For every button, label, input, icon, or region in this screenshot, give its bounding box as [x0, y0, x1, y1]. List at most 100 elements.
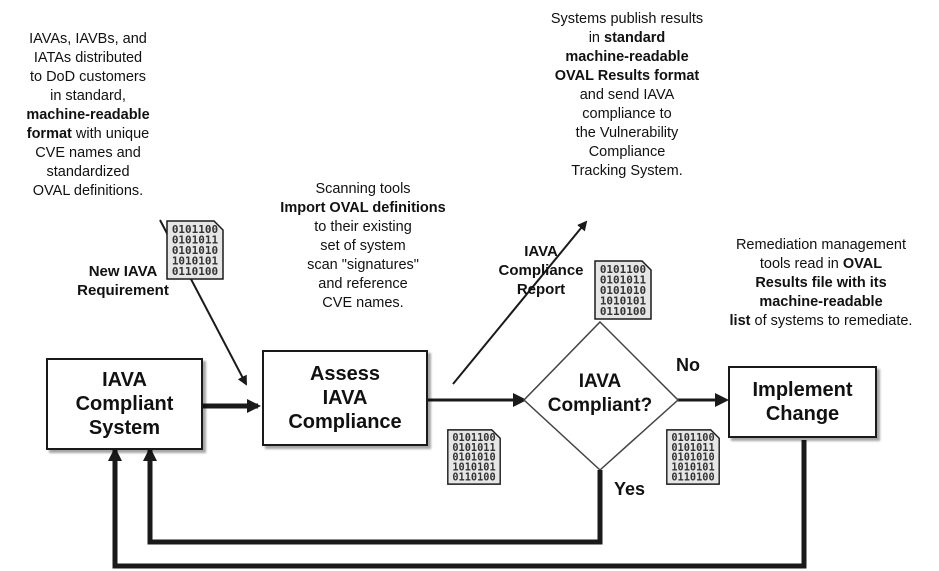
- note-run: machine-readable: [565, 49, 689, 65]
- note-line: Compliance: [520, 143, 734, 162]
- note-line: Remediation management: [706, 236, 936, 255]
- binary-row: 1010101: [172, 255, 219, 268]
- note-run: in: [588, 30, 605, 46]
- binary-row: 0110100: [172, 265, 218, 278]
- loop-yes-to-system: [143, 447, 603, 545]
- note-line: list of systems to remediate.: [706, 312, 936, 331]
- node-iava-compliant-system-label: IAVA Compliant System: [75, 369, 174, 439]
- binary-row: 0101100: [172, 223, 218, 236]
- note-line: tools read in OVAL: [706, 255, 936, 274]
- note-run: standard: [604, 30, 666, 46]
- note-run: OVAL: [842, 256, 883, 272]
- note-run: set of system: [320, 238, 406, 254]
- note-run: Remediation management: [735, 237, 907, 253]
- binary-row: 0101010: [671, 452, 714, 464]
- note-run: scan "signatures": [307, 257, 419, 273]
- note-line: the Vulnerability: [520, 124, 734, 143]
- binary-row: 0110100: [600, 305, 646, 318]
- binary-row: 0101011: [600, 274, 647, 287]
- note-line: and reference: [263, 275, 463, 294]
- label-new-iava-requirement: New IAVA Requirement: [77, 263, 169, 299]
- note-run: of systems to remediate.: [750, 313, 913, 329]
- document-sheet: [666, 429, 720, 485]
- note-line: in standard,: [0, 87, 176, 106]
- label-yes: Yes: [614, 479, 646, 499]
- note-run: IATAs distributed: [33, 50, 143, 66]
- node-iava-compliant-system: IAVA Compliant System: [46, 358, 203, 450]
- note-line: and send IAVA: [520, 86, 734, 105]
- note-run: OVAL Results format: [554, 68, 700, 84]
- binary-row: 1010101: [671, 462, 714, 474]
- binary-row: 0101100: [452, 432, 495, 444]
- note-run: with unique: [71, 126, 150, 142]
- note-line: to DoD customers: [0, 68, 176, 87]
- note-run: Systems publish results: [550, 11, 704, 27]
- decision-label: IAVA Compliant?: [547, 371, 653, 416]
- note-run: the Vulnerability: [575, 125, 679, 141]
- note-run: list: [729, 313, 751, 329]
- label-iava-compliance-report: IAVA Compliance Report: [498, 243, 584, 298]
- note-line: compliance to: [520, 105, 734, 124]
- note-line: set of system: [263, 237, 463, 256]
- note-line: Results file with its: [706, 274, 936, 293]
- note-run: and send IAVA: [579, 87, 675, 103]
- document-sheet: [447, 429, 501, 485]
- note-run: CVE names.: [322, 295, 404, 311]
- note-run: Tracking System.: [571, 163, 683, 179]
- node-assess-label: Assess IAVA Compliance: [288, 363, 402, 433]
- note-line: CVE names.: [263, 294, 463, 313]
- note-run: and reference: [318, 276, 408, 292]
- note-line: Import OVAL definitions: [263, 199, 463, 218]
- note-run: to DoD customers: [29, 69, 147, 85]
- note-remediation-tools: Remediation management tools read in OVAL…: [706, 236, 936, 331]
- note-run: compliance to: [582, 106, 672, 122]
- note-run: CVE names and: [35, 145, 141, 161]
- label-no: No: [676, 355, 700, 375]
- note-line: in standard: [520, 29, 734, 48]
- note-line: Scanning tools: [263, 180, 463, 199]
- note-run: machine-readable: [759, 294, 883, 310]
- binary-row: 0101100: [600, 263, 646, 276]
- note-line: IAVAs, IAVBs, and: [0, 30, 176, 49]
- note-line: machine-readable: [706, 293, 936, 312]
- binary-row: 0101010: [172, 244, 218, 257]
- node-assess-iava-compliance: Assess IAVA Compliance: [262, 350, 428, 446]
- note-line: machine-readable: [520, 48, 734, 67]
- binary-row: 0101011: [671, 442, 714, 454]
- note-run: IAVAs, IAVBs, and: [29, 31, 147, 47]
- node-implement-label: Implement Change: [752, 379, 853, 425]
- note-run: tools read in: [759, 256, 843, 272]
- note-line: CVE names and: [0, 144, 176, 163]
- note-run: in standard,: [50, 88, 126, 104]
- note-run: machine-readable: [26, 107, 150, 123]
- note-line: Tracking System.: [520, 162, 734, 181]
- binary-row: 1010101: [600, 295, 647, 308]
- note-line: to their existing: [263, 218, 463, 237]
- binary-row: 0110100: [452, 471, 495, 483]
- arrow-assess-to-publish: [452, 220, 588, 385]
- note-run: Compliance: [588, 144, 666, 160]
- note-line: standardized: [0, 163, 176, 182]
- binary-row: 0101011: [452, 442, 495, 454]
- note-line: machine-readable: [0, 106, 176, 125]
- note-line: Systems publish results: [520, 10, 734, 29]
- note-run: to their existing: [314, 219, 412, 235]
- loop-implement-to-system: [108, 440, 807, 569]
- binary-row: 0101010: [600, 284, 646, 297]
- binary-row: 1010101: [452, 462, 495, 474]
- note-run: Results file with its: [755, 275, 887, 291]
- binary-row: 0101011: [172, 234, 219, 247]
- note-run: standardized: [46, 164, 130, 180]
- note-line: IATAs distributed: [0, 49, 176, 68]
- binary-row: 0101100: [671, 432, 714, 444]
- note-line: OVAL Results format: [520, 67, 734, 86]
- note-run: OVAL definitions.: [32, 183, 144, 199]
- node-implement-change: Implement Change: [728, 366, 877, 438]
